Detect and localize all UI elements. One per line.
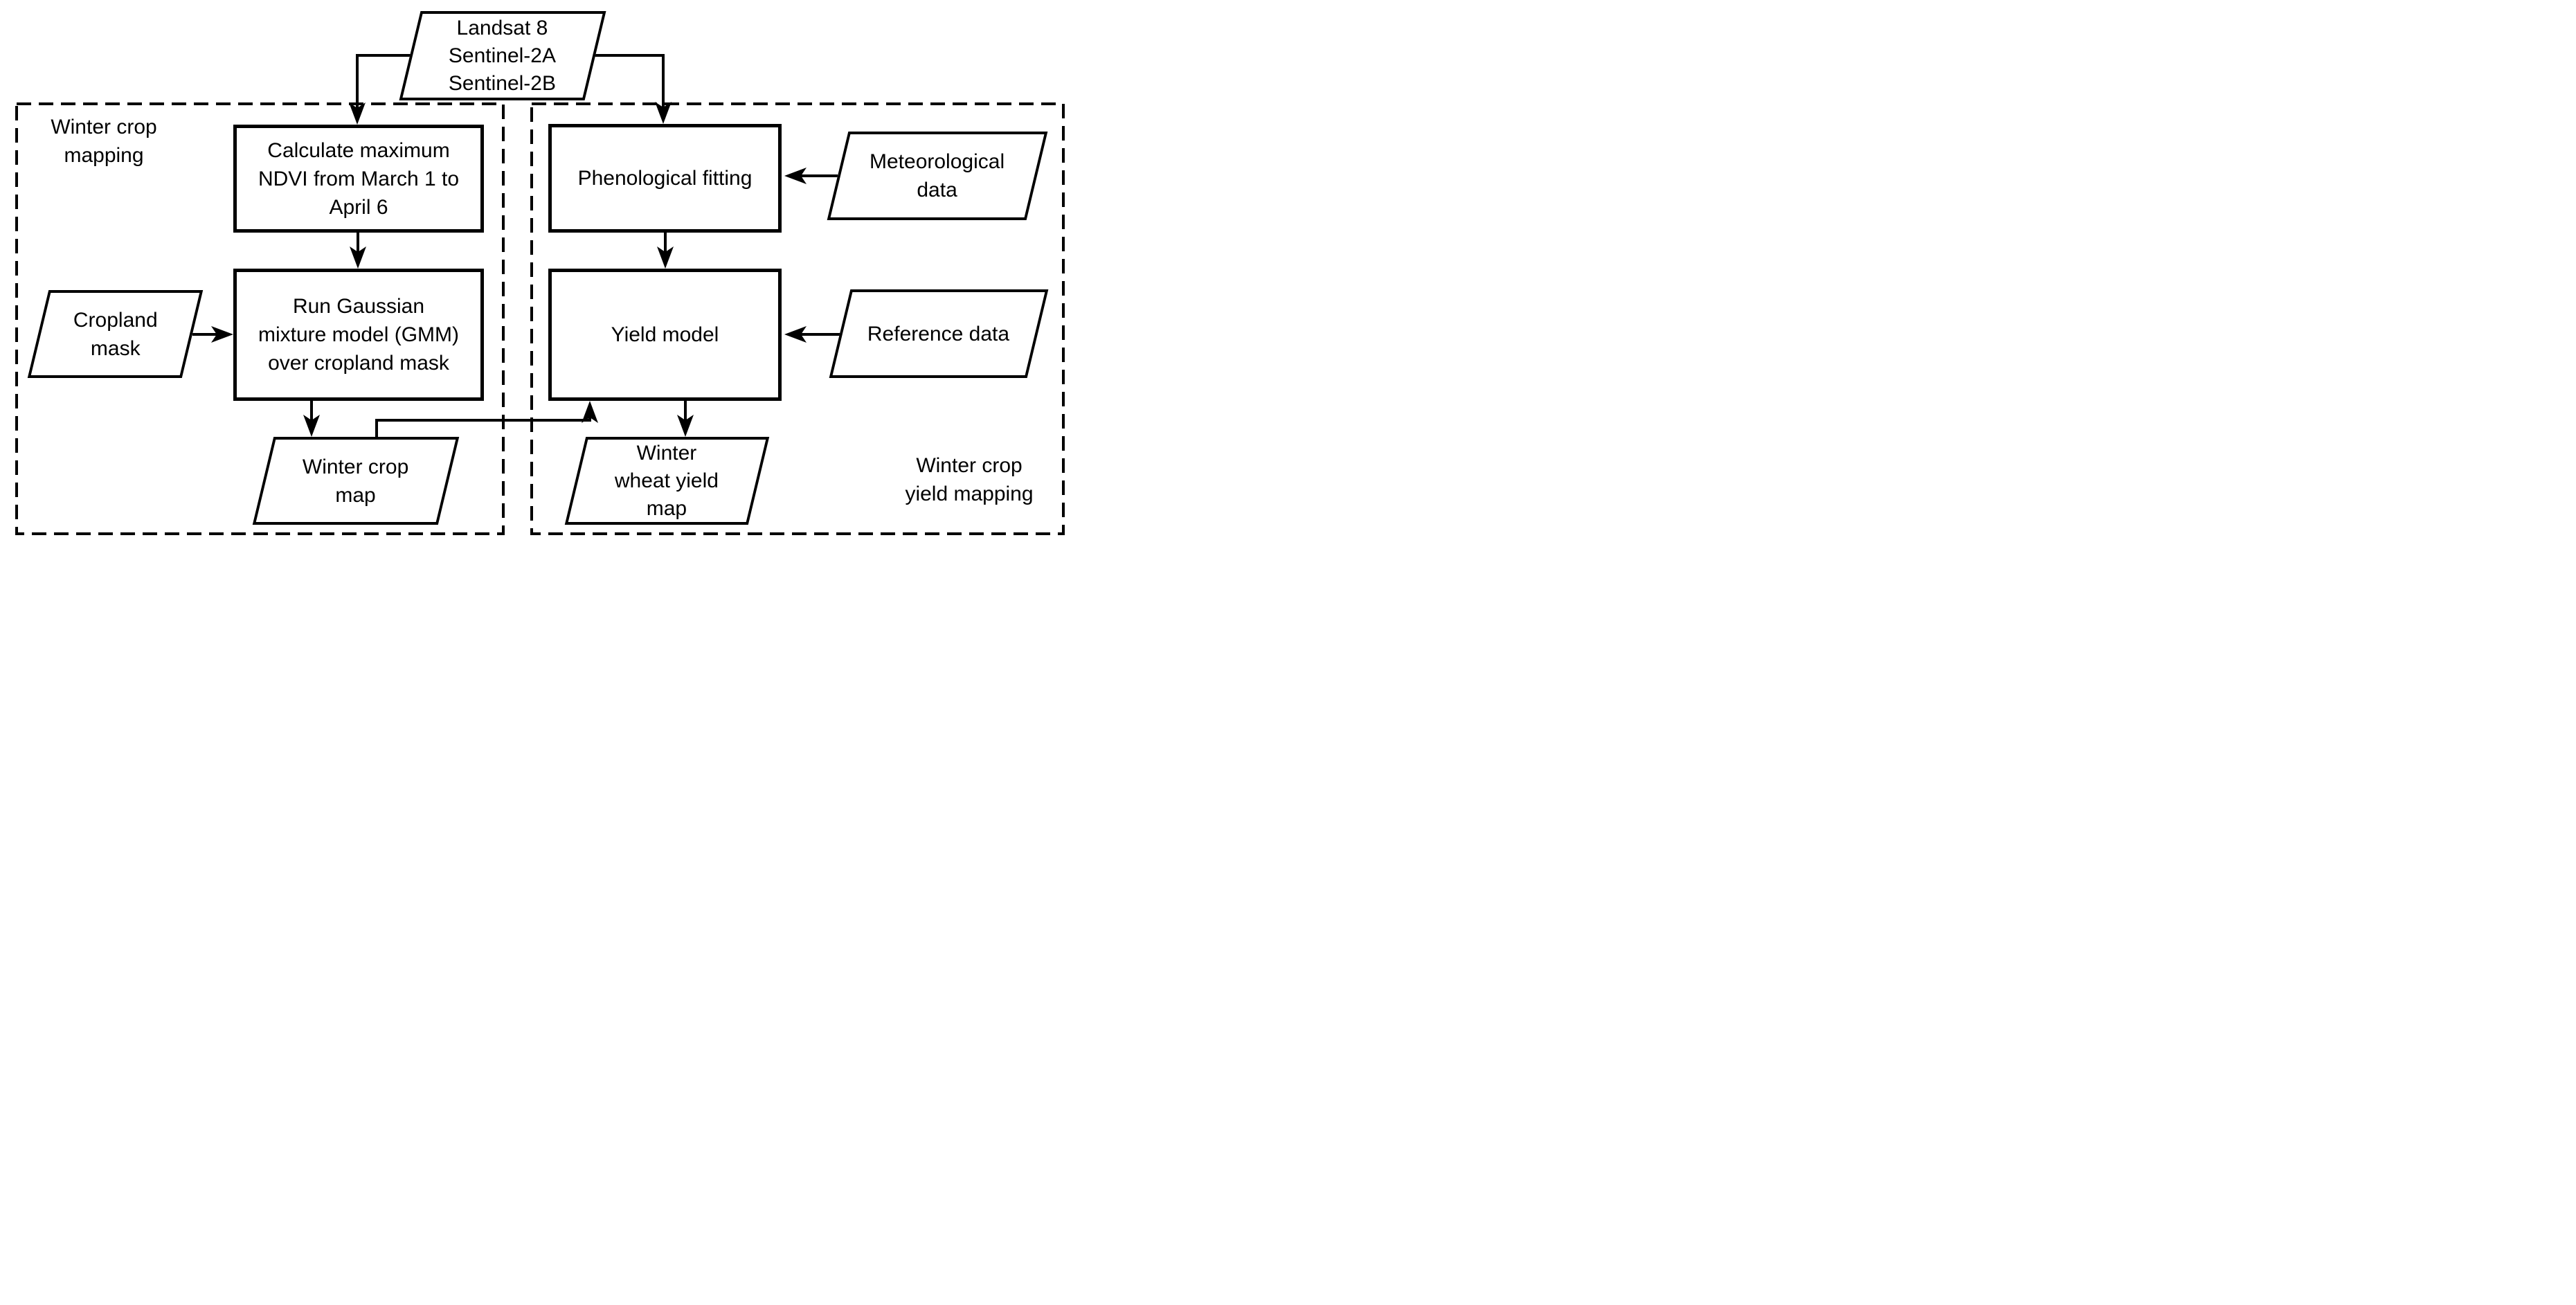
node-text-line: Calculate maximum	[267, 138, 450, 162]
node-text-line: Sentinel-2A	[449, 44, 557, 67]
node-text-line: Landsat 8	[457, 16, 548, 39]
connector-line	[375, 417, 591, 437]
arrowhead-down-icon	[655, 102, 672, 124]
node-text-line: NDVI from March 1 to	[258, 167, 460, 190]
arrowhead-down-icon	[349, 102, 366, 125]
node-text-line: Reference data	[867, 322, 1010, 345]
node-text-line: Sentinel-2B	[449, 71, 557, 95]
node-text-line: wheat yield	[615, 469, 719, 492]
node-cropland-mask: Cropland mask	[27, 290, 204, 378]
arrowhead-left-icon	[784, 168, 807, 184]
node-text-line: Winter crop	[303, 455, 409, 478]
node-text-line: map	[335, 483, 377, 507]
node-text-line: Winter	[637, 441, 697, 465]
connector-satellite-to-ndvi	[349, 54, 411, 125]
node-text-line: map	[647, 496, 687, 520]
node-text-line: Run Gaussian	[292, 295, 425, 318]
connector-met-to-pheno	[784, 168, 838, 184]
node-reference-data-text: Reference data	[867, 320, 1009, 348]
arrowhead-left-icon	[784, 326, 807, 343]
node-winter-crop-map: Winter crop map	[252, 437, 460, 525]
arrowhead-down-icon	[303, 415, 320, 437]
node-text-line: over cropland mask	[268, 352, 449, 375]
node-calc-max-ndvi: Calculate maximum NDVI from March 1 to A…	[233, 125, 484, 233]
arrowhead-up-icon	[582, 401, 598, 423]
connector-ref-to-yieldmodel	[784, 326, 840, 343]
connector-layer	[15, 54, 1065, 535]
region-label-line: Winter crop	[51, 116, 157, 138]
arrowhead-right-icon	[211, 326, 233, 343]
arrowhead-down-icon	[350, 246, 366, 269]
connector-gmm-to-cropmap	[303, 401, 320, 437]
winter-crop-mapping-region-border	[15, 102, 505, 535]
winter-crop-yield-mapping-region-border	[530, 102, 1065, 535]
node-text-line: mixture model (GMM)	[258, 323, 460, 346]
node-reference-data: Reference data	[829, 289, 1049, 378]
arrowhead-down-icon	[677, 415, 694, 437]
region-label-winter-crop-mapping: Winter crop mapping	[21, 113, 187, 170]
node-phenological-fitting: Phenological fitting	[548, 124, 782, 233]
node-text-line: Phenological fitting	[577, 167, 753, 190]
arrowhead-down-icon	[657, 246, 674, 269]
node-text-line: mask	[90, 336, 141, 360]
connector-satellite-to-pheno	[594, 54, 672, 124]
region-label-winter-crop-yield-mapping: Winter crop yield mapping	[886, 451, 1052, 508]
region-label-line: mapping	[64, 144, 144, 167]
flowchart-figure: Winter crop mapping Winter crop yield ma…	[0, 0, 1079, 547]
node-run-gmm: Run Gaussian mixture model (GMM) over cr…	[233, 269, 484, 401]
node-text-line: Meteorological	[870, 150, 1005, 173]
connector-line	[356, 54, 411, 108]
node-text-line: Yield model	[611, 323, 719, 346]
node-cropland-mask-text: Cropland mask	[73, 306, 158, 363]
node-text-line: April 6	[329, 195, 388, 219]
connector-line	[594, 54, 665, 107]
connector-pheno-to-yieldmodel	[657, 233, 674, 269]
node-text-line: data	[917, 179, 958, 201]
node-winter-crop-map-text: Winter crop map	[303, 453, 408, 510]
node-meteorological-data: Meteorological data	[827, 132, 1048, 220]
node-satellite-input-text: Landsat 8 Sentinel-2A Sentinel-2B	[449, 15, 556, 98]
node-winter-wheat-yield-map: Winter wheat yield map	[564, 437, 770, 525]
connector-yieldmodel-to-wheatmap	[677, 401, 694, 437]
region-label-line: yield mapping	[905, 483, 1034, 505]
connector-cropland-to-gmm	[192, 326, 233, 343]
node-yield-model: Yield model	[548, 269, 782, 401]
connector-cropmap-to-yieldmodel	[375, 401, 598, 437]
node-satellite-input: Landsat 8 Sentinel-2A Sentinel-2B	[399, 11, 606, 100]
region-label-line: Winter crop	[916, 454, 1023, 477]
node-text-line: Cropland	[73, 308, 158, 332]
node-meteorological-data-text: Meteorological data	[870, 147, 1005, 204]
node-winter-wheat-yield-map-text: Winter wheat yield map	[615, 440, 719, 523]
connector-ndvi-to-gmm	[350, 233, 366, 269]
